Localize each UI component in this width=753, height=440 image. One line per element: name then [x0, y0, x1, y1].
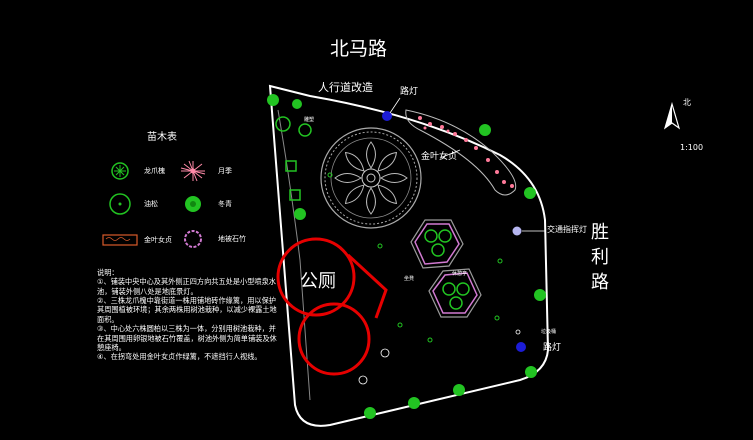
hedge-flowers	[418, 116, 514, 188]
rose-icon	[180, 160, 206, 182]
legend-label-pine: 油松	[144, 200, 158, 208]
road-label-north: 北马路	[330, 38, 388, 60]
public-toilet-outline	[276, 237, 388, 376]
pine-icon	[109, 193, 131, 215]
design-notes: 说明： ①、铺装中央中心及其外侧正四方向共五处是小型喷泉水池，铺装外侧八处是地底…	[97, 268, 282, 362]
street-lamp-label-top: 路灯	[400, 87, 419, 97]
site-boundary	[268, 84, 550, 427]
north-arrow-icon	[663, 101, 681, 130]
plaza-petal	[344, 184, 365, 205]
central-plaza	[320, 127, 422, 229]
small-label-2: 坐凳	[404, 276, 415, 282]
tree-markers	[267, 94, 546, 419]
small-label-1: 雕塑	[304, 117, 315, 123]
legend-label-pagoda-tree: 龙爪槐	[144, 167, 165, 175]
pagoda-tree-icon	[111, 162, 129, 180]
road-label-east: 胜利路	[591, 222, 609, 293]
small-label-4: 垃圾桶	[541, 329, 557, 335]
legend-label-groundcover: 地被石竹	[218, 235, 246, 243]
small-trees	[275, 116, 312, 137]
holly-icon	[185, 196, 201, 212]
shrub-squares	[285, 160, 301, 201]
plaza-petal	[380, 173, 408, 183]
notes-line: ④、在拐弯处用金叶女贞作绿篱，不遮挡行人视线。	[97, 352, 262, 362]
legend-label-rose: 月季	[218, 167, 232, 175]
plaza-petal	[366, 187, 376, 215]
ground-lights	[327, 172, 503, 343]
plaza-petal	[377, 151, 398, 172]
hexagon-tree-pit-2	[428, 268, 482, 318]
plaza-petal	[377, 184, 398, 205]
legend-title: 苗木表	[147, 132, 177, 143]
plaza-petal	[366, 141, 376, 169]
walkway-label: 人行道改造	[318, 81, 373, 94]
street-lamp-top	[382, 111, 392, 121]
small-label-3: 休憩亭	[452, 271, 468, 277]
plaza-petal	[334, 173, 362, 183]
scale-label: 1:100	[680, 143, 704, 152]
north-label: 北	[683, 98, 691, 107]
notes-line: ①、铺装中央中心及其外侧正四方向共五处是小型喷泉水池，铺装外侧八处是地底景灯。	[97, 277, 276, 296]
public-toilet-label: 公厕	[300, 271, 336, 292]
notes-heading: 说明：	[97, 268, 119, 277]
golden-privet-label: 金叶女贞	[421, 152, 458, 162]
plaza-petal	[344, 151, 365, 172]
plaza-symbols	[358, 348, 390, 385]
hedge-icon	[102, 234, 138, 246]
walkway-edge	[277, 109, 311, 401]
street-lamp-bottom	[516, 342, 526, 352]
legend-label-hedge: 金叶女贞	[144, 236, 172, 244]
legend-label-holly: 冬青	[218, 200, 232, 208]
traffic-light-marker	[512, 226, 522, 236]
hedge-band	[405, 109, 517, 196]
notes-line: ③、中心处六株圆柏以三株为一体，分别用树池栽种，并在其周围用卵银地被石竹覆盖，树…	[97, 324, 277, 352]
groundcover-icon	[184, 230, 202, 248]
street-lamp-label-bottom: 路灯	[543, 343, 562, 353]
hexagon-tree-pit-1	[410, 219, 464, 269]
notes-line: ②、三株龙爪槐中靠街道一株用铺地砖作缘篱，用以保护其周围植被环境；其余两株用树池…	[97, 296, 277, 324]
traffic-light-label: 交通指挥灯	[547, 225, 587, 234]
